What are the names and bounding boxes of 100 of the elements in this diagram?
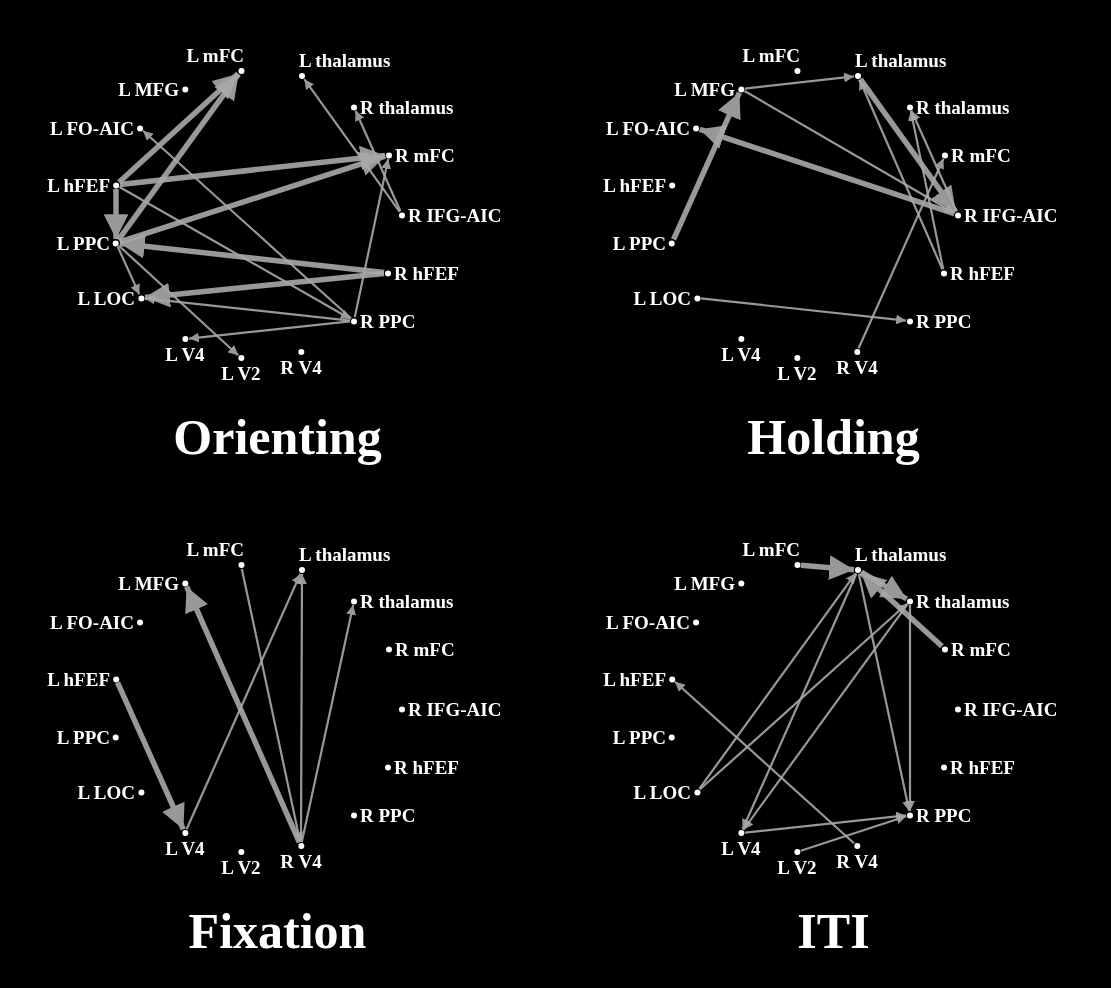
arrow [700, 297, 907, 325]
region-node: L PPC [56, 727, 119, 747]
region-node: R mFC [942, 145, 1011, 165]
arrow [119, 233, 385, 276]
region-node: L V2 [221, 355, 261, 383]
region-node: R mFC [386, 145, 455, 165]
region-node: L MFG [674, 79, 744, 99]
region-node: L FO-AIC [50, 612, 143, 632]
region-node: R hFEF [385, 757, 459, 777]
region-node: L mFC [186, 540, 244, 568]
arrow [910, 110, 958, 212]
region-node: R thalamus [907, 97, 1010, 117]
region-node: R mFC [386, 639, 455, 659]
region-node: L hFEF [47, 175, 119, 195]
region-node: R IFG-AIC [399, 699, 502, 719]
region-node: R IFG-AIC [955, 699, 1058, 719]
arrow [103, 189, 129, 239]
arrow [858, 77, 958, 214]
region-node: R thalamus [351, 591, 454, 611]
region-node: R PPC [351, 311, 416, 331]
arrow [907, 110, 945, 270]
region-node: L PPC [56, 233, 119, 253]
region-node: L V4 [165, 336, 205, 364]
region-node: L hFEF [47, 669, 119, 689]
region-node: R thalamus [907, 591, 1010, 611]
arrow [905, 605, 915, 811]
region-node: L V4 [721, 336, 761, 364]
arrow [118, 244, 239, 357]
region-node: R hFEF [941, 263, 1015, 283]
panel-title: ITI [796, 906, 871, 956]
region-node: L mFC [742, 540, 800, 568]
region-node: L FO-AIC [50, 118, 143, 138]
region-node: R IFG-AIC [399, 205, 502, 225]
region-node: R PPC [907, 805, 972, 825]
arrow [698, 125, 956, 217]
arrow [116, 246, 141, 295]
arrow [144, 270, 385, 308]
region-node: L LOC [633, 782, 700, 802]
arrow [353, 158, 391, 318]
arrow [699, 602, 908, 791]
arrow [800, 555, 855, 580]
region-node: R PPC [907, 311, 972, 331]
arrow [118, 186, 352, 320]
arrow [144, 294, 351, 322]
region-node: L FO-AIC [606, 612, 699, 632]
region-node: L PPC [612, 233, 675, 253]
region-node: L LOC [633, 288, 700, 308]
arrow [240, 568, 303, 843]
region-node: L LOC [77, 288, 144, 308]
arrow [674, 680, 855, 845]
region-node: R V4 [836, 843, 878, 871]
region-node: L MFG [674, 573, 744, 593]
region-node: L MFG [118, 573, 188, 593]
region-node: L thalamus [299, 545, 391, 573]
region-node: L thalamus [299, 51, 391, 79]
arrow [115, 681, 186, 831]
region-node: L V4 [721, 830, 761, 858]
arrow [698, 572, 857, 790]
region-node: L V2 [777, 355, 817, 383]
arrow [860, 569, 908, 602]
region-node: L hFEF [603, 175, 675, 195]
arrow [741, 573, 858, 830]
region-node: L thalamus [855, 545, 947, 573]
region-node: L V2 [777, 849, 817, 877]
arrow [142, 129, 352, 320]
region-node: L FO-AIC [606, 118, 699, 138]
region-node: R IFG-AIC [955, 205, 1058, 225]
region-node: L mFC [186, 46, 244, 74]
region-node: L V2 [221, 849, 261, 877]
arrow [354, 110, 402, 212]
arrow [858, 79, 944, 270]
panel-title: Fixation [187, 906, 368, 956]
region-node: L thalamus [855, 51, 947, 79]
region-node: R hFEF [941, 757, 1015, 777]
region-node: L LOC [77, 782, 144, 802]
arrow [300, 604, 356, 843]
arrow [671, 91, 742, 241]
arrow [857, 158, 945, 349]
arrow [119, 145, 386, 188]
arrow [117, 71, 240, 185]
arrow [744, 72, 855, 90]
arrow [303, 78, 401, 213]
arrow [857, 573, 912, 812]
arrow [859, 570, 944, 649]
region-node: R thalamus [351, 97, 454, 117]
region-node: L MFG [118, 79, 188, 99]
region-node: R V4 [836, 349, 878, 377]
arrow [188, 320, 351, 343]
arrow [743, 90, 956, 214]
arrow [744, 811, 907, 834]
arrow [742, 603, 909, 831]
region-node: L V4 [165, 830, 205, 858]
arrow [800, 814, 907, 852]
region-node: R mFC [942, 639, 1011, 659]
region-node: R PPC [351, 805, 416, 825]
region-node: R V4 [280, 349, 322, 377]
arrow [116, 72, 241, 242]
region-node: L PPC [612, 727, 675, 747]
region-node: L mFC [742, 46, 800, 74]
region-node: R hFEF [385, 263, 459, 283]
